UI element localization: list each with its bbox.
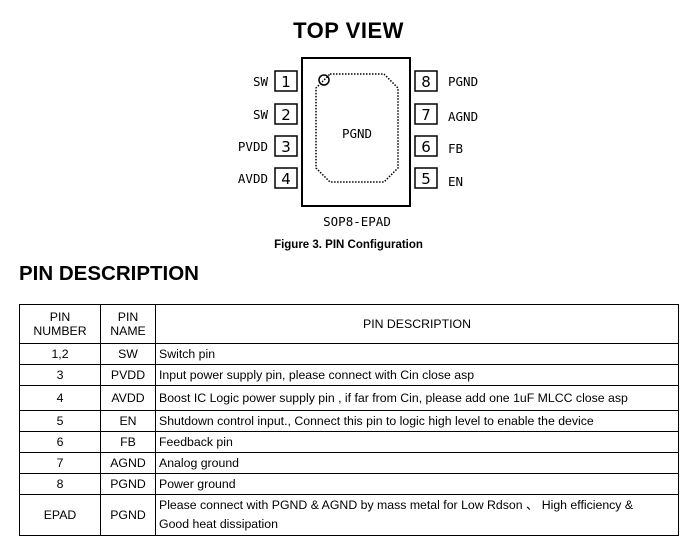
pin-name-5: EN [448,174,463,189]
pin-name-3: PVDD [238,139,268,154]
pin-name-2: SW [253,107,269,122]
pin1-marker [318,74,330,86]
pin-box-2 [274,103,298,125]
top-view-title: TOP VIEW [293,18,404,43]
pin-name-7: AGND [448,109,478,124]
cell-pin-name: PGND [100,494,156,536]
cell-pin-name: FB [100,431,156,453]
exposed-pad-label: PGND [342,126,372,141]
table-row: 7 AGND Analog ground [19,452,679,474]
pin-box-1 [274,70,298,92]
cell-pin-description: Switch pin [155,343,679,365]
cell-pin-name: AVDD [100,385,156,411]
pin-number-1: 1 [281,73,291,91]
table-row: 4 AVDD Boost IC Logic power supply pin ,… [19,385,679,411]
figure-caption: Figure 3. PIN Configuration [274,239,423,251]
cell-pin-number: 7 [19,452,101,474]
table-row: 3 PVDD Input power supply pin, please co… [19,364,679,386]
table-row: 1,2 SW Switch pin [19,343,679,365]
section-title: PIN DESCRIPTION [19,262,199,285]
cell-pin-number: 3 [19,364,101,386]
pin-number-7: 7 [421,106,431,124]
pin-box-7 [414,103,438,125]
table-row: EPAD PGND Please connect with PGND & AGN… [19,494,679,536]
pin-name-8: PGND [448,74,478,89]
cell-pin-description: Analog ground [155,452,679,474]
exposed-pad-outline [315,73,399,183]
pin-number-4: 4 [281,170,291,188]
package-label: SOP8-EPAD [323,214,391,229]
cell-pin-number: 8 [19,473,101,495]
cell-pin-number: EPAD [19,494,101,536]
cell-pin-number: 6 [19,431,101,453]
cell-pin-number: 4 [19,385,101,411]
cell-pin-name: AGND [100,452,156,474]
pin-number-2: 2 [281,106,291,124]
cell-pin-description: Boost IC Logic power supply pin , if far… [155,385,679,411]
pin-box-6 [414,135,438,157]
cell-pin-number: 5 [19,410,101,432]
cell-pin-description: Input power supply pin, please connect w… [155,364,679,386]
table-row: 5 EN Shutdown control input., Connect th… [19,410,679,432]
pin-box-3 [274,135,298,157]
header-pin-number: PIN NUMBER [19,304,101,344]
pin-configuration-diagram: PGND 1 2 3 4 SW SW PVDD AVDD 8 7 6 5 PGN… [238,57,478,229]
cell-pin-name: PVDD [100,364,156,386]
cell-pin-description: Power ground [155,473,679,495]
cell-pin-number: 1,2 [19,343,101,365]
cell-pin-description: Please connect with PGND & AGND by mass … [155,494,679,536]
pin-name-4: AVDD [238,171,268,186]
cell-pin-description: Shutdown control input., Connect this pi… [155,410,679,432]
header-pin-description: PIN DESCRIPTION [155,304,679,344]
cell-pin-description: Feedback pin [155,431,679,453]
pin-box-4 [274,167,298,189]
pin-description-table: PIN NUMBER PIN NAME PIN DESCRIPTION 1,2 … [19,304,679,536]
cell-pin-name: SW [100,343,156,365]
package-body [301,57,411,207]
pin-number-8: 8 [421,73,431,91]
pin-box-8 [414,70,438,92]
header-pin-name: PIN NAME [100,304,156,344]
pin-box-5 [414,167,438,189]
pin-name-1: SW [253,74,269,89]
pin-number-5: 5 [421,170,431,188]
table-header-row: PIN NUMBER PIN NAME PIN DESCRIPTION [19,304,679,344]
table-row: 6 FB Feedback pin [19,431,679,453]
table-row: 8 PGND Power ground [19,473,679,495]
cell-pin-name: EN [100,410,156,432]
pin-number-6: 6 [421,138,431,156]
pin-number-3: 3 [281,138,291,156]
cell-pin-name: PGND [100,473,156,495]
pin-name-6: FB [448,141,463,156]
